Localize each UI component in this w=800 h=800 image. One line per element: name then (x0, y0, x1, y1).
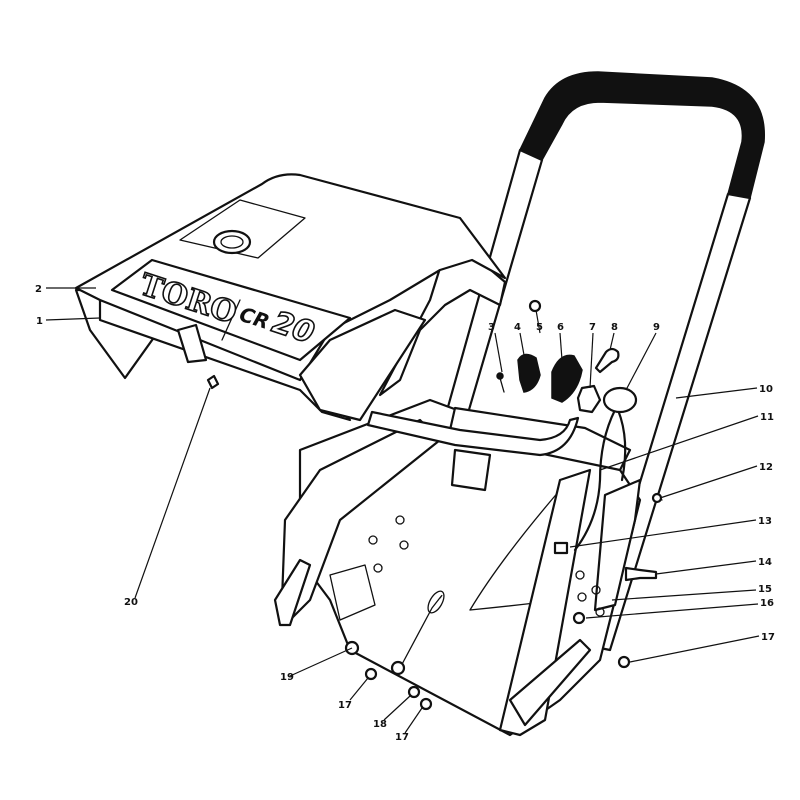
callout-3: 3 (488, 322, 495, 333)
callout-8: 8 (611, 322, 618, 333)
shroud-tab (176, 323, 208, 364)
callout-19: 19 (280, 672, 294, 683)
callout-18: 18 (373, 719, 387, 730)
shroud-assembly: TORO CR 20 (74, 173, 507, 422)
frame-bottom-skid (508, 638, 592, 727)
control-cable-2 (616, 408, 627, 482)
callout-20: 20 (124, 597, 138, 608)
callout-9: 9 (653, 322, 660, 333)
small-parts (206, 299, 663, 711)
shroud-front-lip (298, 308, 427, 422)
callout-7: 7 (589, 322, 596, 333)
part-6-lever (551, 354, 583, 403)
part-18-washer (407, 685, 421, 699)
control-rod (366, 410, 580, 457)
part-19-washer-b (390, 660, 406, 676)
leader-lines (45, 287, 760, 734)
handle-grip (518, 71, 765, 199)
scraper-rod (399, 594, 443, 669)
frame-left-arm (273, 558, 312, 627)
frame-right-upright (498, 468, 592, 737)
control-panel (366, 406, 632, 552)
part-17-nut-b (419, 697, 433, 711)
callout-14: 14 (758, 557, 772, 568)
logo-plate (110, 258, 352, 362)
callout-17-left: 17 (338, 700, 352, 711)
callout-15: 15 (758, 584, 772, 595)
callout-17-bottom: 17 (395, 732, 409, 743)
control-cable (573, 408, 617, 552)
callout-11: 11 (760, 412, 774, 423)
part-4-knob (517, 353, 541, 393)
part-3-screw (499, 377, 505, 393)
logo-divider (221, 299, 241, 341)
callout-4: 4 (514, 322, 521, 333)
callout-1: 1 (36, 316, 43, 327)
callout-13: 13 (758, 516, 772, 527)
callout-2: 2 (35, 284, 42, 295)
frame-holes (368, 515, 605, 617)
callout-16: 16 (760, 598, 774, 609)
part-13-clip (553, 541, 569, 555)
callout-12: 12 (759, 462, 773, 473)
part-17-nut-a (364, 667, 378, 681)
part-14-bolt (624, 566, 658, 582)
part-9-primer (602, 386, 638, 414)
frame-lower-plate (329, 564, 376, 621)
frame-right-plate (593, 478, 642, 612)
callout-5: 5 (536, 322, 543, 333)
bracket-tab-left (450, 448, 492, 492)
callout-17-right: 17 (761, 632, 775, 643)
part-5-nut (528, 299, 542, 313)
filler-cap (212, 229, 252, 255)
part-20-clip (206, 374, 220, 390)
part-16-washer (572, 611, 586, 625)
callout-6: 6 (557, 322, 564, 333)
part-7-switch (576, 384, 602, 414)
frame-assembly (273, 398, 642, 737)
part-8-key (594, 347, 620, 374)
callout-labels: 1 2 3 4 5 6 7 8 9 10 11 12 13 14 15 16 1… (35, 284, 775, 743)
part-17-nut-c (617, 655, 631, 669)
callout-10: 10 (759, 384, 773, 395)
